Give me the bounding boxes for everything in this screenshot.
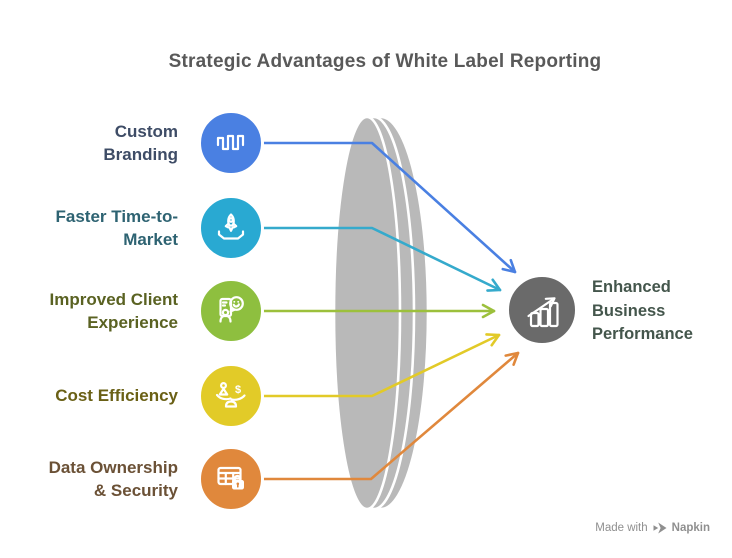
label-line: Enhanced: [592, 278, 671, 296]
label-client-experience: Improved Client Experience: [8, 277, 178, 345]
label-line: Faster Time-to-: [55, 206, 179, 226]
arrowhead-custom-branding: [501, 258, 517, 274]
custom-branding-circle: [198, 110, 264, 176]
made-with-text: Made with: [595, 522, 648, 534]
label-outcome: Enhanced Business Performance: [592, 276, 722, 347]
label-line: Market: [123, 230, 178, 249]
label-faster-time: Faster Time-to- Market: [8, 194, 179, 262]
lens-front-ellipse: [332, 115, 402, 511]
advantage-icons: $: [198, 110, 264, 512]
label-line: & Security: [93, 481, 178, 500]
lens-shape: [332, 115, 430, 511]
arrowhead-cost-efficiency: [485, 333, 501, 347]
client-feedback-icon: [219, 296, 244, 323]
connector-custom-branding: [262, 141, 517, 274]
label-line: Data Ownership: [48, 457, 178, 477]
label-line: Performance: [592, 325, 693, 343]
label-line: Branding: [103, 145, 178, 164]
balance-scale-icon: $: [215, 381, 246, 408]
connector-faster-time: [262, 226, 502, 292]
outcome-node: [506, 274, 578, 346]
dollar-glyph: $: [235, 384, 241, 396]
connectors: [262, 141, 520, 481]
rocket-launch-icon: [217, 213, 245, 240]
database-lock-icon: [217, 466, 244, 490]
napkin-logo-icon: [653, 522, 667, 534]
cost-efficiency-circle: [198, 363, 264, 429]
growth-chart-icon: [527, 297, 559, 328]
label-line: Business: [592, 301, 666, 320]
arrowhead-client-experience: [481, 303, 496, 319]
label-line: Improved Client: [49, 289, 178, 309]
connector-data-security: [262, 351, 520, 481]
label-line: Cost Efficiency: [55, 386, 178, 406]
arrowhead-faster-time: [486, 278, 502, 292]
label-cost-efficiency: Cost Efficiency: [8, 362, 178, 430]
waveform-icon: [216, 134, 245, 151]
label-line: Experience: [87, 313, 178, 332]
label-data-security: Data Ownership & Security: [8, 445, 178, 513]
napkin-brand-text: Napkin: [671, 522, 710, 534]
page-title: Strategic Advantages of White Label Repo…: [168, 51, 602, 72]
label-line: Custom: [114, 121, 178, 141]
label-custom-branding: Custom Branding: [8, 109, 178, 177]
connector-cost-efficiency: [262, 333, 501, 398]
made-with-napkin-credit: Made with Napkin: [595, 522, 710, 534]
faster-time-circle: [198, 195, 264, 261]
arrowhead-data-security: [504, 351, 520, 366]
